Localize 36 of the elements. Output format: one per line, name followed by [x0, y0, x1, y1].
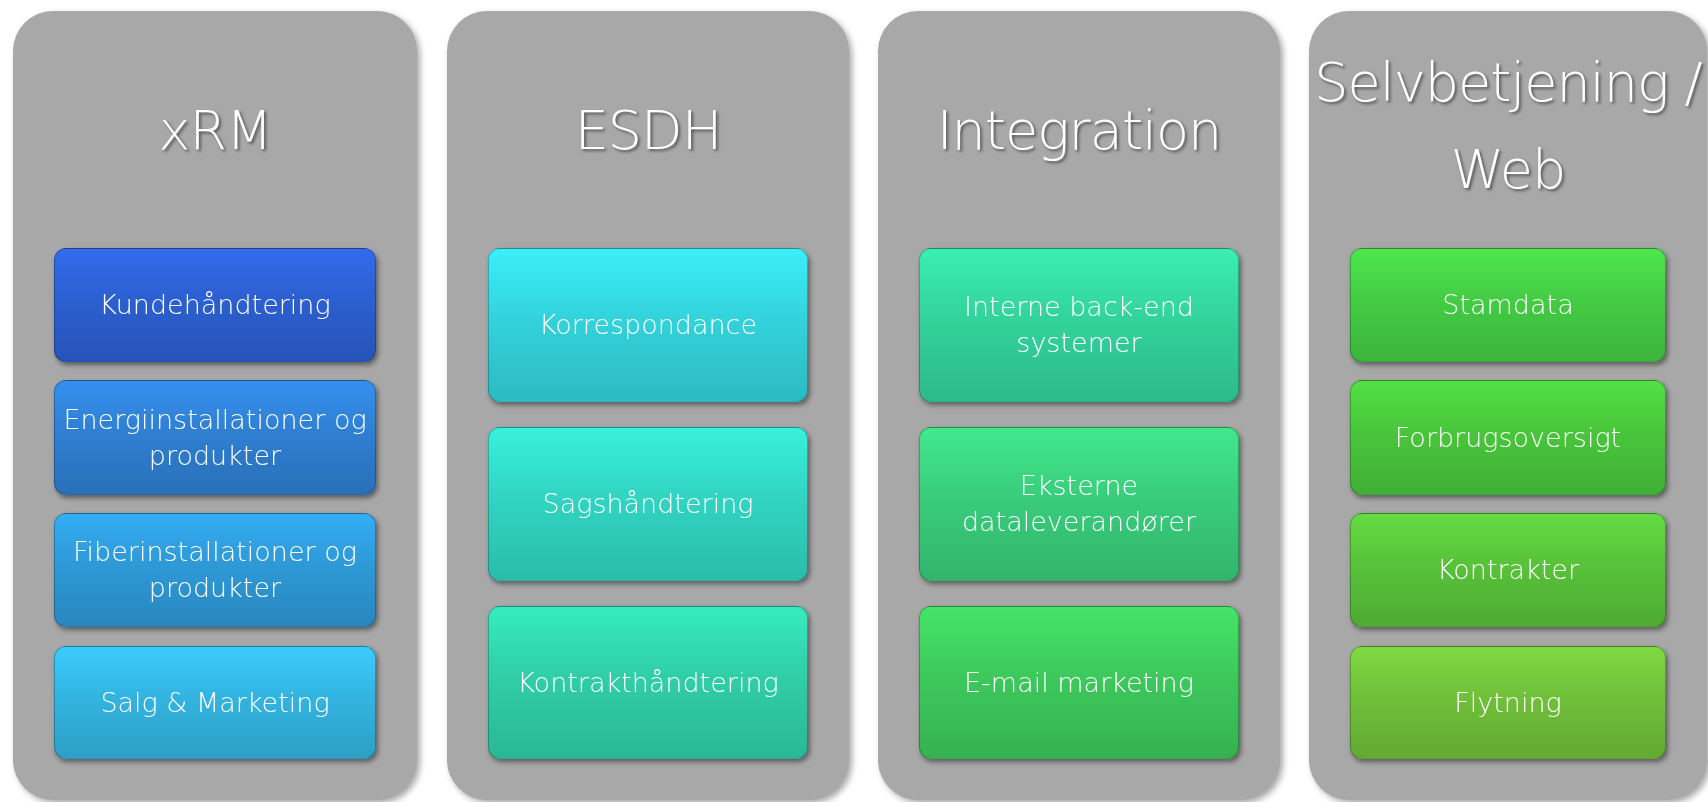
- feature-box: [919, 248, 1239, 402]
- feature-box: [54, 380, 376, 495]
- feature-box: [54, 646, 376, 759]
- feature-box: [1350, 248, 1666, 362]
- feature-label: Energiinstallationer og produkter: [62, 402, 368, 473]
- feature-box: [54, 513, 376, 627]
- feature-box: [488, 606, 808, 759]
- feature-box: [488, 248, 808, 402]
- column-title: Integration: [935, 98, 1223, 164]
- feature-box: [1350, 646, 1666, 759]
- feature-label: Salg & Marketing: [99, 685, 331, 720]
- feature-box: [919, 427, 1239, 581]
- feature-label: Stamdata: [1441, 288, 1575, 322]
- feature-label: Kundehåndtering: [98, 288, 332, 322]
- feature-label: Eksterne dataleverandører: [960, 469, 1198, 539]
- column-title: ESDH: [573, 98, 723, 164]
- feature-label: E-mail marketing: [963, 665, 1195, 700]
- feature-label: Kontrakter: [1435, 553, 1581, 587]
- column-panel: [1309, 11, 1707, 800]
- feature-label: Fiberinstallationer og produkter: [72, 535, 358, 605]
- feature-label: Korrespondance: [537, 308, 759, 342]
- column-title: Selvbetjening / Web: [1313, 50, 1703, 203]
- feature-label: Interne back-end systemer: [963, 290, 1195, 360]
- column-panel: [878, 11, 1280, 800]
- column-panel: [13, 11, 417, 800]
- feature-label: Sagshåndtering: [541, 487, 755, 521]
- feature-box: [488, 427, 808, 581]
- feature-label: Forbrugsoversigt: [1393, 420, 1623, 455]
- feature-label: Flytning: [1453, 685, 1563, 720]
- feature-box: [919, 606, 1239, 759]
- feature-label: Kontrakthåndtering: [516, 665, 780, 700]
- feature-box: [54, 248, 376, 362]
- column-panel: [447, 11, 849, 800]
- feature-box: [1350, 380, 1666, 495]
- column-title: xRM: [157, 98, 273, 164]
- feature-box: [1350, 513, 1666, 627]
